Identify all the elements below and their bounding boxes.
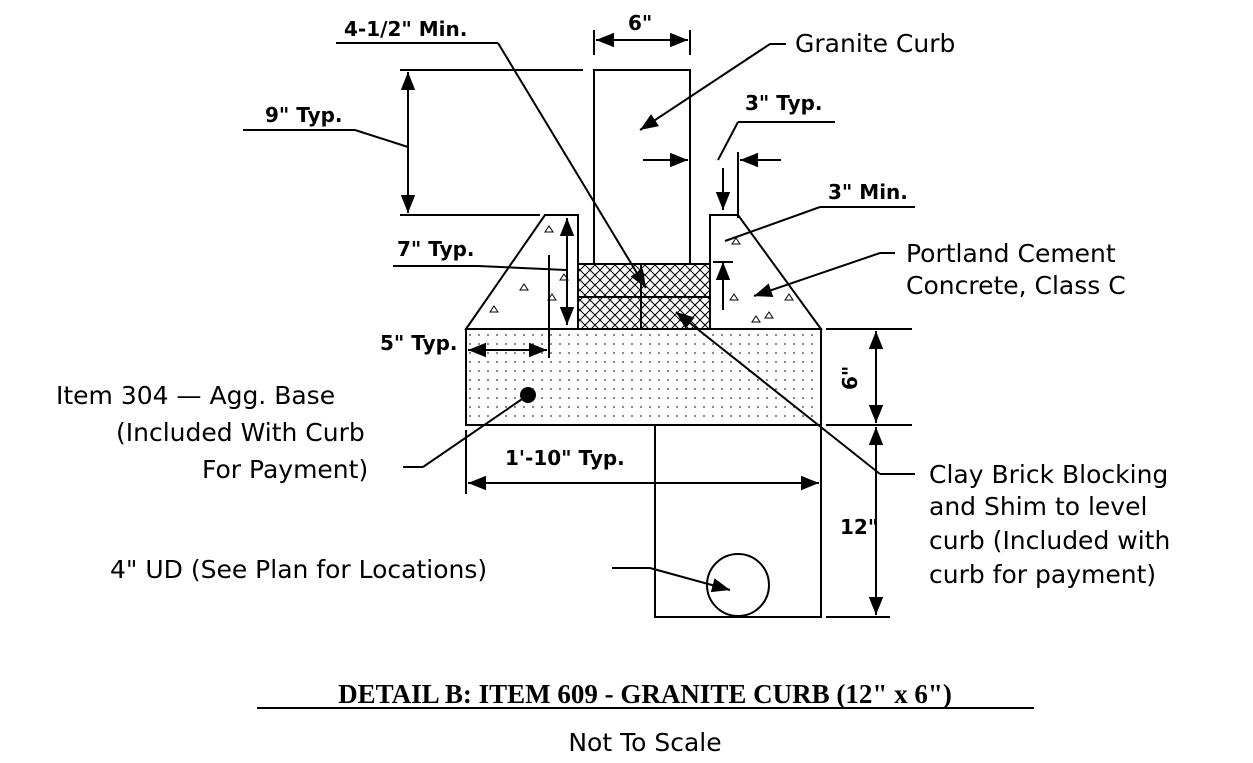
underdrain-callout: 4" UD (See Plan for Locations) [110, 555, 731, 593]
brick-callout: Clay Brick Blocking and Shim to level cu… [675, 311, 1170, 589]
trench [654, 424, 822, 618]
offset-label: 3" Typ. [745, 91, 823, 115]
height-label: 9" Typ. [265, 103, 343, 127]
agg-base-callout: Item 304 — Agg. Base (Included With Curb… [56, 381, 529, 484]
concrete-label-2: Concrete, Class C [906, 271, 1126, 300]
detail-title: DETAIL B: ITEM 609 - GRANITE CURB (12" x… [338, 679, 952, 709]
concrete-label-1: Portland Cement [906, 239, 1116, 268]
agg-base-label-3: For Payment) [202, 455, 368, 484]
clay-brick-blocking [577, 263, 711, 330]
cover-dimension: 3" Min. [713, 168, 915, 310]
trench-depth-label: 12" [840, 515, 878, 539]
aggregate-base [465, 328, 822, 426]
base-width-dimension: 1'-10" Typ. [465, 430, 822, 494]
detail-subtitle: Not To Scale [568, 728, 721, 757]
underdrain-label: 4" UD (See Plan for Locations) [110, 555, 487, 584]
embed-dimension: 7" Typ. [393, 237, 567, 358]
brick-label-2: and Shim to level [929, 492, 1147, 521]
concrete-callout: Portland Cement Concrete, Class C [753, 239, 1126, 300]
brick-label-4: curb for payment) [929, 560, 1156, 589]
agg-base-label-2: (Included With Curb [116, 418, 365, 447]
reveal-label: 4-1/2" Min. [344, 17, 467, 41]
trench-depth-dimension: 12" [826, 427, 890, 618]
granite-curb-callout: Granite Curb [639, 29, 955, 131]
base-depth-dimension: 6" [826, 328, 912, 426]
side-label: 5" Typ. [380, 331, 458, 355]
base-depth-label: 6" [838, 366, 862, 390]
offset-dimension: 3" Typ. [643, 91, 835, 218]
height-dimension: 9" Typ. [243, 69, 583, 216]
side-dimension: 5" Typ. [380, 331, 547, 358]
embed-label: 7" Typ. [397, 237, 475, 261]
curb-width-dimension: 6" [593, 11, 691, 55]
reveal-dimension: 4-1/2" Min. [336, 17, 647, 325]
agg-base-label-1: Item 304 — Agg. Base [56, 381, 335, 410]
brick-label-1: Clay Brick Blocking [929, 460, 1168, 489]
curb-width-label: 6" [628, 11, 652, 35]
cover-label: 3" Min. [828, 180, 908, 204]
underdrain-pipe [706, 553, 770, 617]
granite-curb-label: Granite Curb [795, 29, 955, 58]
base-width-label: 1'-10" Typ. [505, 446, 625, 470]
granite-curb [593, 69, 691, 265]
brick-label-3: curb (Included with [929, 526, 1170, 555]
